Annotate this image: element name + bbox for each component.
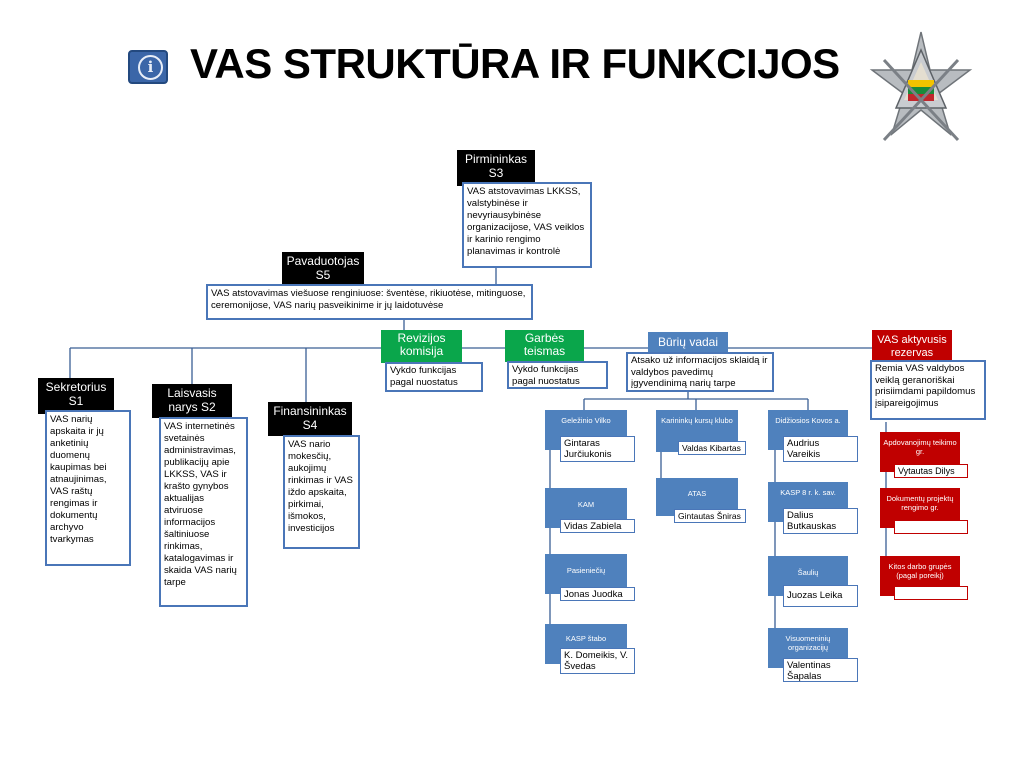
reserve-role-line2: rezervas bbox=[890, 347, 934, 359]
honor-role-line2: teismas bbox=[523, 344, 566, 358]
unit-leader-name: Gintaras Jurčiukonis bbox=[560, 436, 635, 462]
deputy-description: VAS atstovavimas viešuose renginiuose: š… bbox=[206, 284, 533, 320]
unit-leader-name: Juozas Leika bbox=[783, 585, 858, 607]
secretary-role-line2: S1 bbox=[68, 394, 84, 408]
reserve-role: VAS aktyvusis rezervas bbox=[872, 330, 952, 362]
free-member-role-line2: narys S2 bbox=[168, 400, 216, 414]
reserve-role-line1: VAS aktyvusis bbox=[877, 334, 947, 346]
page-title: VAS STRUKTŪRA IR FUNKCIJOS bbox=[190, 40, 840, 87]
unit-leader-name: Audrius Vareikis bbox=[783, 436, 858, 462]
treasurer-role: Finansininkas S4 bbox=[268, 402, 352, 436]
unit-leader-name: Jonas Juodka bbox=[560, 587, 635, 601]
reserve-description: Remia VAS valdybos veiklą geranoriškai p… bbox=[870, 360, 986, 420]
chairman-role: Pirmininkas S3 bbox=[457, 150, 535, 186]
unit-leader-name: Vidas Zabiela bbox=[560, 519, 635, 533]
audit-role-line1: Revizijos bbox=[397, 331, 446, 345]
treasurer-role-line1: Finansininkas bbox=[273, 404, 347, 418]
honor-role-line1: Garbės bbox=[524, 331, 565, 345]
units-role: Būrių vadai bbox=[648, 332, 728, 354]
treasurer-role-line2: S4 bbox=[302, 418, 318, 432]
secretary-role: Sekretorius S1 bbox=[38, 378, 114, 414]
chairman-description: VAS atstovavimas LKKSS, valstybinėse ir … bbox=[462, 182, 592, 268]
deputy-role-line2: S5 bbox=[315, 268, 331, 282]
free-member-description: VAS internetinės svetainės administravim… bbox=[159, 417, 248, 607]
secretary-description: VAS narių apskaita ir jų anketinių duome… bbox=[45, 410, 131, 566]
units-description: Atsako už informacijos sklaidą ir valdyb… bbox=[626, 352, 774, 392]
honor-description: Vykdo funkcijas pagal nuostatus bbox=[507, 361, 608, 389]
honor-role: Garbės teismas bbox=[505, 330, 584, 362]
info-icon[interactable]: i bbox=[128, 50, 168, 84]
audit-role-line2: komisija bbox=[399, 344, 444, 358]
unit-leader-name: Dalius Butkauskas bbox=[783, 508, 858, 534]
reserve-group-leader bbox=[894, 586, 968, 600]
unit-leader-name: K. Domeikis, V. Švedas bbox=[560, 648, 635, 674]
audit-role: Revizijos komisija bbox=[381, 330, 462, 363]
free-member-role: Laisvasis narys S2 bbox=[152, 384, 232, 418]
unit-leader-name: Valdas Kibartas bbox=[678, 441, 746, 455]
chairman-role-line1: Pirmininkas bbox=[464, 152, 527, 166]
secretary-role-line1: Sekretorius bbox=[45, 380, 107, 394]
audit-description: Vykdo funkcijas pagal nuostatus bbox=[385, 362, 483, 392]
free-member-role-line1: Laisvasis bbox=[167, 386, 217, 400]
unit-leader-name: Valentinas Šapalas bbox=[783, 658, 858, 682]
chairman-role-line2: S3 bbox=[488, 166, 504, 180]
treasurer-description: VAS nario mokesčių, aukojimų rinkimas ir… bbox=[283, 435, 360, 549]
emblem-logo bbox=[869, 31, 973, 142]
reserve-group-leader: Vytautas Dilys bbox=[894, 464, 968, 478]
reserve-group-leader bbox=[894, 520, 968, 534]
deputy-role: Pavaduotojas S5 bbox=[282, 252, 364, 286]
unit-leader-name: Gintautas Šniras bbox=[674, 509, 746, 523]
deputy-role-line1: Pavaduotojas bbox=[286, 254, 360, 268]
